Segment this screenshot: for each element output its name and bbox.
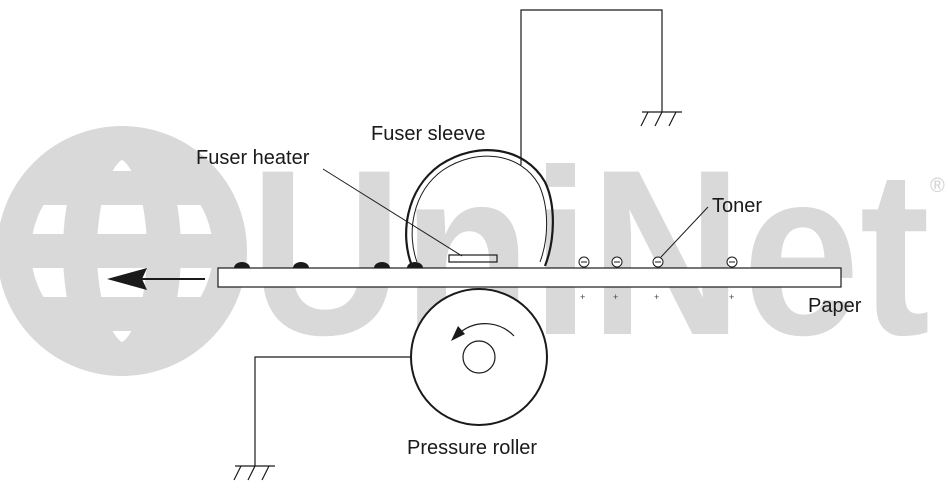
rotation-arrow xyxy=(461,323,515,337)
toner-leader xyxy=(660,206,709,258)
fuser-sleeve xyxy=(405,149,554,267)
toner-particle xyxy=(578,256,590,268)
ground-icon xyxy=(640,111,682,127)
plus-charge: + xyxy=(613,292,618,302)
paper xyxy=(217,267,842,288)
paper-label: Paper xyxy=(808,295,862,317)
roller-ground-wire xyxy=(254,356,411,466)
fuser-heater xyxy=(448,254,498,263)
sleeve-ground-wire xyxy=(520,9,663,165)
plus-charge: + xyxy=(580,292,585,302)
toner-label: Toner xyxy=(712,195,762,217)
toner-particle xyxy=(726,256,738,268)
fused-toner-dot xyxy=(407,262,423,268)
rotation-arrowhead xyxy=(451,326,465,341)
fuser-sleeve-label: Fuser sleeve xyxy=(371,123,486,145)
toner-particles xyxy=(578,256,738,268)
watermark: UniNet ® xyxy=(0,121,945,385)
toner-particle xyxy=(652,256,664,268)
paper-charges: + + + + xyxy=(580,292,734,302)
pressure-roller-label: Pressure roller xyxy=(407,437,537,459)
paper-direction-arrow xyxy=(107,268,205,290)
fused-toner xyxy=(234,262,423,268)
fused-toner-dot xyxy=(374,262,390,268)
fuser-heater-label: Fuser heater xyxy=(196,147,310,169)
watermark-text: UniNet xyxy=(250,121,930,385)
registered-mark: ® xyxy=(930,175,945,197)
toner-particle xyxy=(611,256,623,268)
fuser-heater-leader xyxy=(322,168,463,257)
pressure-roller xyxy=(410,288,548,426)
fused-toner-dot xyxy=(293,262,309,268)
ground-icon xyxy=(233,465,275,481)
plus-charge: + xyxy=(729,292,734,302)
globe-icon xyxy=(0,126,247,376)
plus-charge: + xyxy=(654,292,659,302)
fused-toner-dot xyxy=(234,262,250,268)
